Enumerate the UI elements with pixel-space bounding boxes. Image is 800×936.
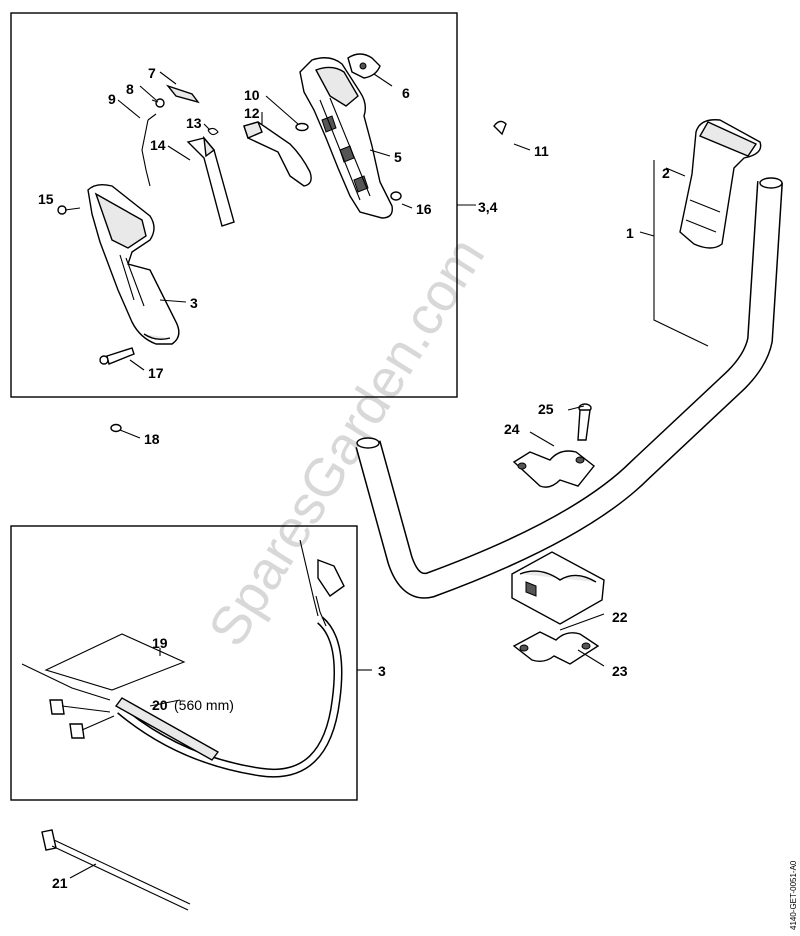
clamp-block-part: [511, 551, 605, 625]
callout-3a: 3: [190, 295, 198, 311]
lever-part: [347, 53, 381, 79]
callout-9: 9: [108, 91, 116, 107]
callout-20-note: (560 mm): [174, 697, 234, 713]
callout-25: 25: [538, 401, 554, 417]
leader-lines: [44, 71, 709, 879]
callout-14: 14: [150, 137, 166, 153]
callout-7: 7: [148, 65, 156, 81]
tube-end-right: [759, 177, 783, 189]
callout-10: 10: [244, 87, 260, 103]
reference-code: 4140-GET-0051-A0: [789, 860, 798, 930]
callout-20: 20: [152, 697, 168, 713]
screw-part: [57, 205, 81, 215]
callout-24: 24: [504, 421, 520, 437]
torsion-spring-part: [141, 113, 157, 187]
callout-22: 22: [612, 609, 628, 625]
hand-grip-part: [679, 119, 762, 249]
throttle-cable-part: [21, 539, 345, 778]
callout-16: 16: [416, 201, 432, 217]
long-screw-part: [99, 347, 135, 365]
tube-end-left: [356, 437, 380, 449]
callout-3b: 3: [378, 663, 386, 679]
callout-21: 21: [52, 875, 68, 891]
callout-2: 2: [662, 165, 670, 181]
callout-18: 18: [144, 431, 160, 447]
callout-13: 13: [186, 115, 202, 131]
clamp-upper-part: [512, 450, 595, 488]
clamp-lower-part: [512, 631, 600, 665]
callout-8: 8: [126, 81, 134, 97]
small-screw-part: [151, 98, 165, 108]
callout-6: 6: [402, 85, 410, 101]
small-spring-part: [207, 127, 219, 136]
throttle-trigger-part: [243, 121, 312, 187]
callout-19: 19: [152, 635, 168, 651]
small-washer-part: [110, 423, 122, 433]
cable-tie-part: [41, 829, 191, 911]
nut-part: [390, 191, 402, 201]
callout-11: 11: [534, 143, 549, 159]
spring-clip-part: [165, 84, 200, 104]
callout-17: 17: [148, 365, 164, 381]
callout-3-4: 3,4: [478, 199, 498, 215]
watermark: SparesGarden.com: [197, 227, 496, 656]
throttle-cable-box: [10, 525, 358, 801]
handle-housing-part: [87, 183, 180, 345]
interlock-lever-part: [186, 135, 235, 227]
callout-12: 12: [244, 105, 260, 121]
callout-1: 1: [626, 225, 634, 241]
callout-15: 15: [38, 191, 54, 207]
callout-5: 5: [394, 149, 402, 165]
callout-labels: 7 8 9 10 12 13 14 6 5 16 15 3 17 3,4 11 …: [38, 65, 670, 891]
washer-part: [295, 122, 309, 132]
clip-part: [493, 120, 507, 136]
callout-23: 23: [612, 663, 628, 679]
clamp-screw-part: [577, 403, 592, 441]
housing-half-part: [299, 57, 393, 219]
